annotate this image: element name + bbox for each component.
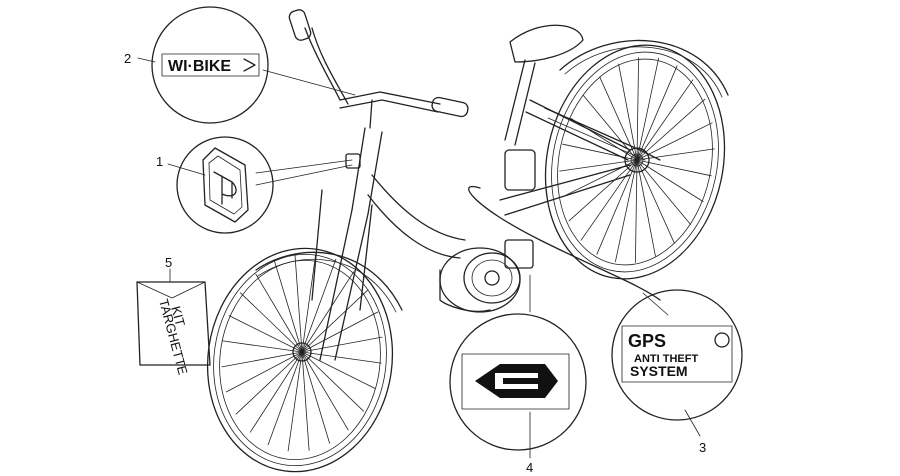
spoke xyxy=(301,311,379,353)
spoke xyxy=(287,351,303,452)
spoke xyxy=(636,98,706,161)
spoke xyxy=(636,122,713,161)
spoke xyxy=(301,258,337,353)
callout-number-2: 2 xyxy=(124,51,131,66)
spoke xyxy=(301,351,365,412)
spoke xyxy=(294,253,303,353)
spoke xyxy=(225,351,303,393)
spoke xyxy=(301,351,310,451)
callout-4-elogo xyxy=(449,313,587,451)
callout-3-gps: GPS ANTI THEFT SYSTEM xyxy=(611,289,743,421)
spoke xyxy=(255,273,303,353)
spoke xyxy=(568,159,638,222)
wibike-text: WI·BIKE xyxy=(168,58,231,75)
gps-line2: ANTI THEFT xyxy=(634,353,698,365)
rear-wheel xyxy=(544,39,729,280)
spoke xyxy=(228,315,303,353)
front-wheel xyxy=(206,247,403,473)
spoke xyxy=(239,292,303,353)
spoke xyxy=(636,65,678,161)
gps-line1: GPS xyxy=(628,331,666,351)
spoke xyxy=(222,340,303,353)
spoke xyxy=(636,148,715,161)
gps-line3: SYSTEM xyxy=(630,363,688,379)
spoke xyxy=(249,351,303,433)
callout-number-1: 1 xyxy=(156,154,163,169)
spoke xyxy=(301,252,317,353)
callout-number-5: 5 xyxy=(165,255,172,270)
spoke xyxy=(636,159,656,257)
spoke xyxy=(580,159,638,241)
spoke xyxy=(301,351,331,444)
spoke xyxy=(636,159,704,203)
spoke xyxy=(636,159,691,225)
spoke xyxy=(636,159,712,177)
spoke xyxy=(267,351,303,446)
spoke xyxy=(301,351,382,364)
spoke xyxy=(301,271,355,353)
spoke xyxy=(618,63,638,161)
motor-unit xyxy=(439,239,534,313)
spoke xyxy=(636,159,675,244)
callout-5-kit: KIT TARGHETTE xyxy=(136,281,211,377)
spoke xyxy=(635,159,638,263)
callout-number-3: 3 xyxy=(699,440,706,455)
spoke xyxy=(562,143,638,161)
bike-frame xyxy=(288,9,661,361)
spoke xyxy=(301,351,349,431)
leader-lines xyxy=(137,57,701,459)
spoke xyxy=(221,351,303,368)
kit-line1: KIT xyxy=(168,304,188,327)
spoke xyxy=(301,336,383,353)
callout-number-4: 4 xyxy=(526,460,533,475)
spoke xyxy=(636,57,639,161)
spoke xyxy=(599,76,638,161)
spoke xyxy=(596,159,638,255)
spoke xyxy=(301,289,369,353)
spoke xyxy=(273,260,303,353)
spoke xyxy=(559,159,638,172)
callout-2-wibike: WI·BIKE xyxy=(151,6,269,124)
spoke xyxy=(301,351,376,389)
spoke xyxy=(636,57,659,161)
spoke xyxy=(615,159,638,263)
spoke xyxy=(235,351,303,415)
spoke xyxy=(636,79,694,161)
callout-1-emblem xyxy=(176,136,274,234)
